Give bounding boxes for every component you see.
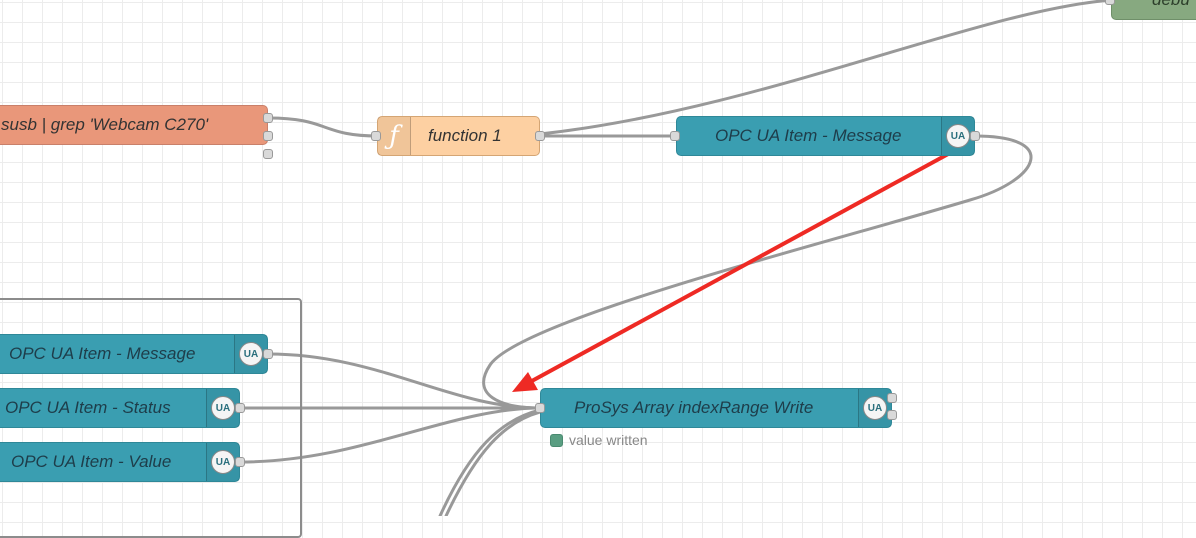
opc-ua-icon: UA <box>858 389 891 427</box>
function-node-label: function 1 <box>428 126 502 145</box>
function-f-icon: ƒ <box>378 117 411 155</box>
opc-ua-icon: UA <box>206 389 239 427</box>
prosys-output-port-2[interactable] <box>887 410 897 420</box>
group-status-output-port[interactable] <box>235 403 245 413</box>
opc-top-output-port[interactable] <box>970 131 980 141</box>
debug-node[interactable]: debu <box>1111 0 1196 20</box>
flow-wires-layer <box>238 0 1114 516</box>
exec-output-port-2[interactable] <box>263 131 273 141</box>
prosys-output-port-1[interactable] <box>887 393 897 403</box>
status-ok-dot <box>550 433 563 447</box>
wire-bottom-to-prosys-2[interactable] <box>444 410 542 516</box>
exec-output-port-1[interactable] <box>263 113 273 123</box>
group-message-node-label: OPC UA Item - Message <box>9 344 196 363</box>
prosys-status-text: value written <box>569 432 648 448</box>
opc-top-input-port[interactable] <box>670 131 680 141</box>
group-status-node-label: OPC UA Item - Status <box>5 398 171 417</box>
group-value-node-label: OPC UA Item - Value <box>11 452 172 471</box>
prosys-array-indexrange-write-node[interactable]: ProSys Array indexRange Write UA <box>540 388 892 428</box>
wire-function-to-debug[interactable] <box>538 0 1114 136</box>
opc-top-node-label: OPC UA Item - Message <box>715 126 902 145</box>
group-opc-ua-item-value-node[interactable]: OPC UA Item - Value UA <box>0 442 240 482</box>
function-output-port[interactable] <box>535 131 545 141</box>
exec-output-port-3[interactable] <box>263 149 273 159</box>
group-opc-ua-item-status-node[interactable]: OPC UA Item - Status UA <box>0 388 240 428</box>
group-message-output-port[interactable] <box>263 349 273 359</box>
debug-node-label: debu <box>1112 0 1196 10</box>
wire-exec-to-function[interactable] <box>266 116 380 138</box>
prosys-node-label: ProSys Array indexRange Write <box>574 398 814 417</box>
opc-ua-icon: UA <box>206 443 239 481</box>
group-value-output-port[interactable] <box>235 457 245 467</box>
opc-ua-icon: UA <box>941 117 974 155</box>
opc-ua-icon: UA <box>234 335 267 373</box>
prosys-status: value written <box>550 432 648 448</box>
wire-group-value-to-prosys[interactable] <box>238 406 542 464</box>
group-opc-ua-item-message-node[interactable]: OPC UA Item - Message UA <box>0 334 268 374</box>
annotation-arrow <box>512 139 974 392</box>
opc-ua-item-message-node[interactable]: OPC UA Item - Message UA <box>676 116 975 156</box>
function-input-port[interactable] <box>371 131 381 141</box>
wire-opc-top-loop-to-prosys[interactable] <box>482 134 1033 410</box>
wire-group-message-to-prosys[interactable] <box>266 352 542 410</box>
function-node[interactable]: ƒ function 1 <box>377 116 540 156</box>
exec-node[interactable]: susb | grep 'Webcam C270' <box>0 105 268 145</box>
exec-node-label: susb | grep 'Webcam C270' <box>1 115 209 134</box>
prosys-input-port[interactable] <box>535 403 545 413</box>
wire-bottom-to-prosys-1[interactable] <box>438 408 542 516</box>
debug-input-port[interactable] <box>1105 0 1115 5</box>
